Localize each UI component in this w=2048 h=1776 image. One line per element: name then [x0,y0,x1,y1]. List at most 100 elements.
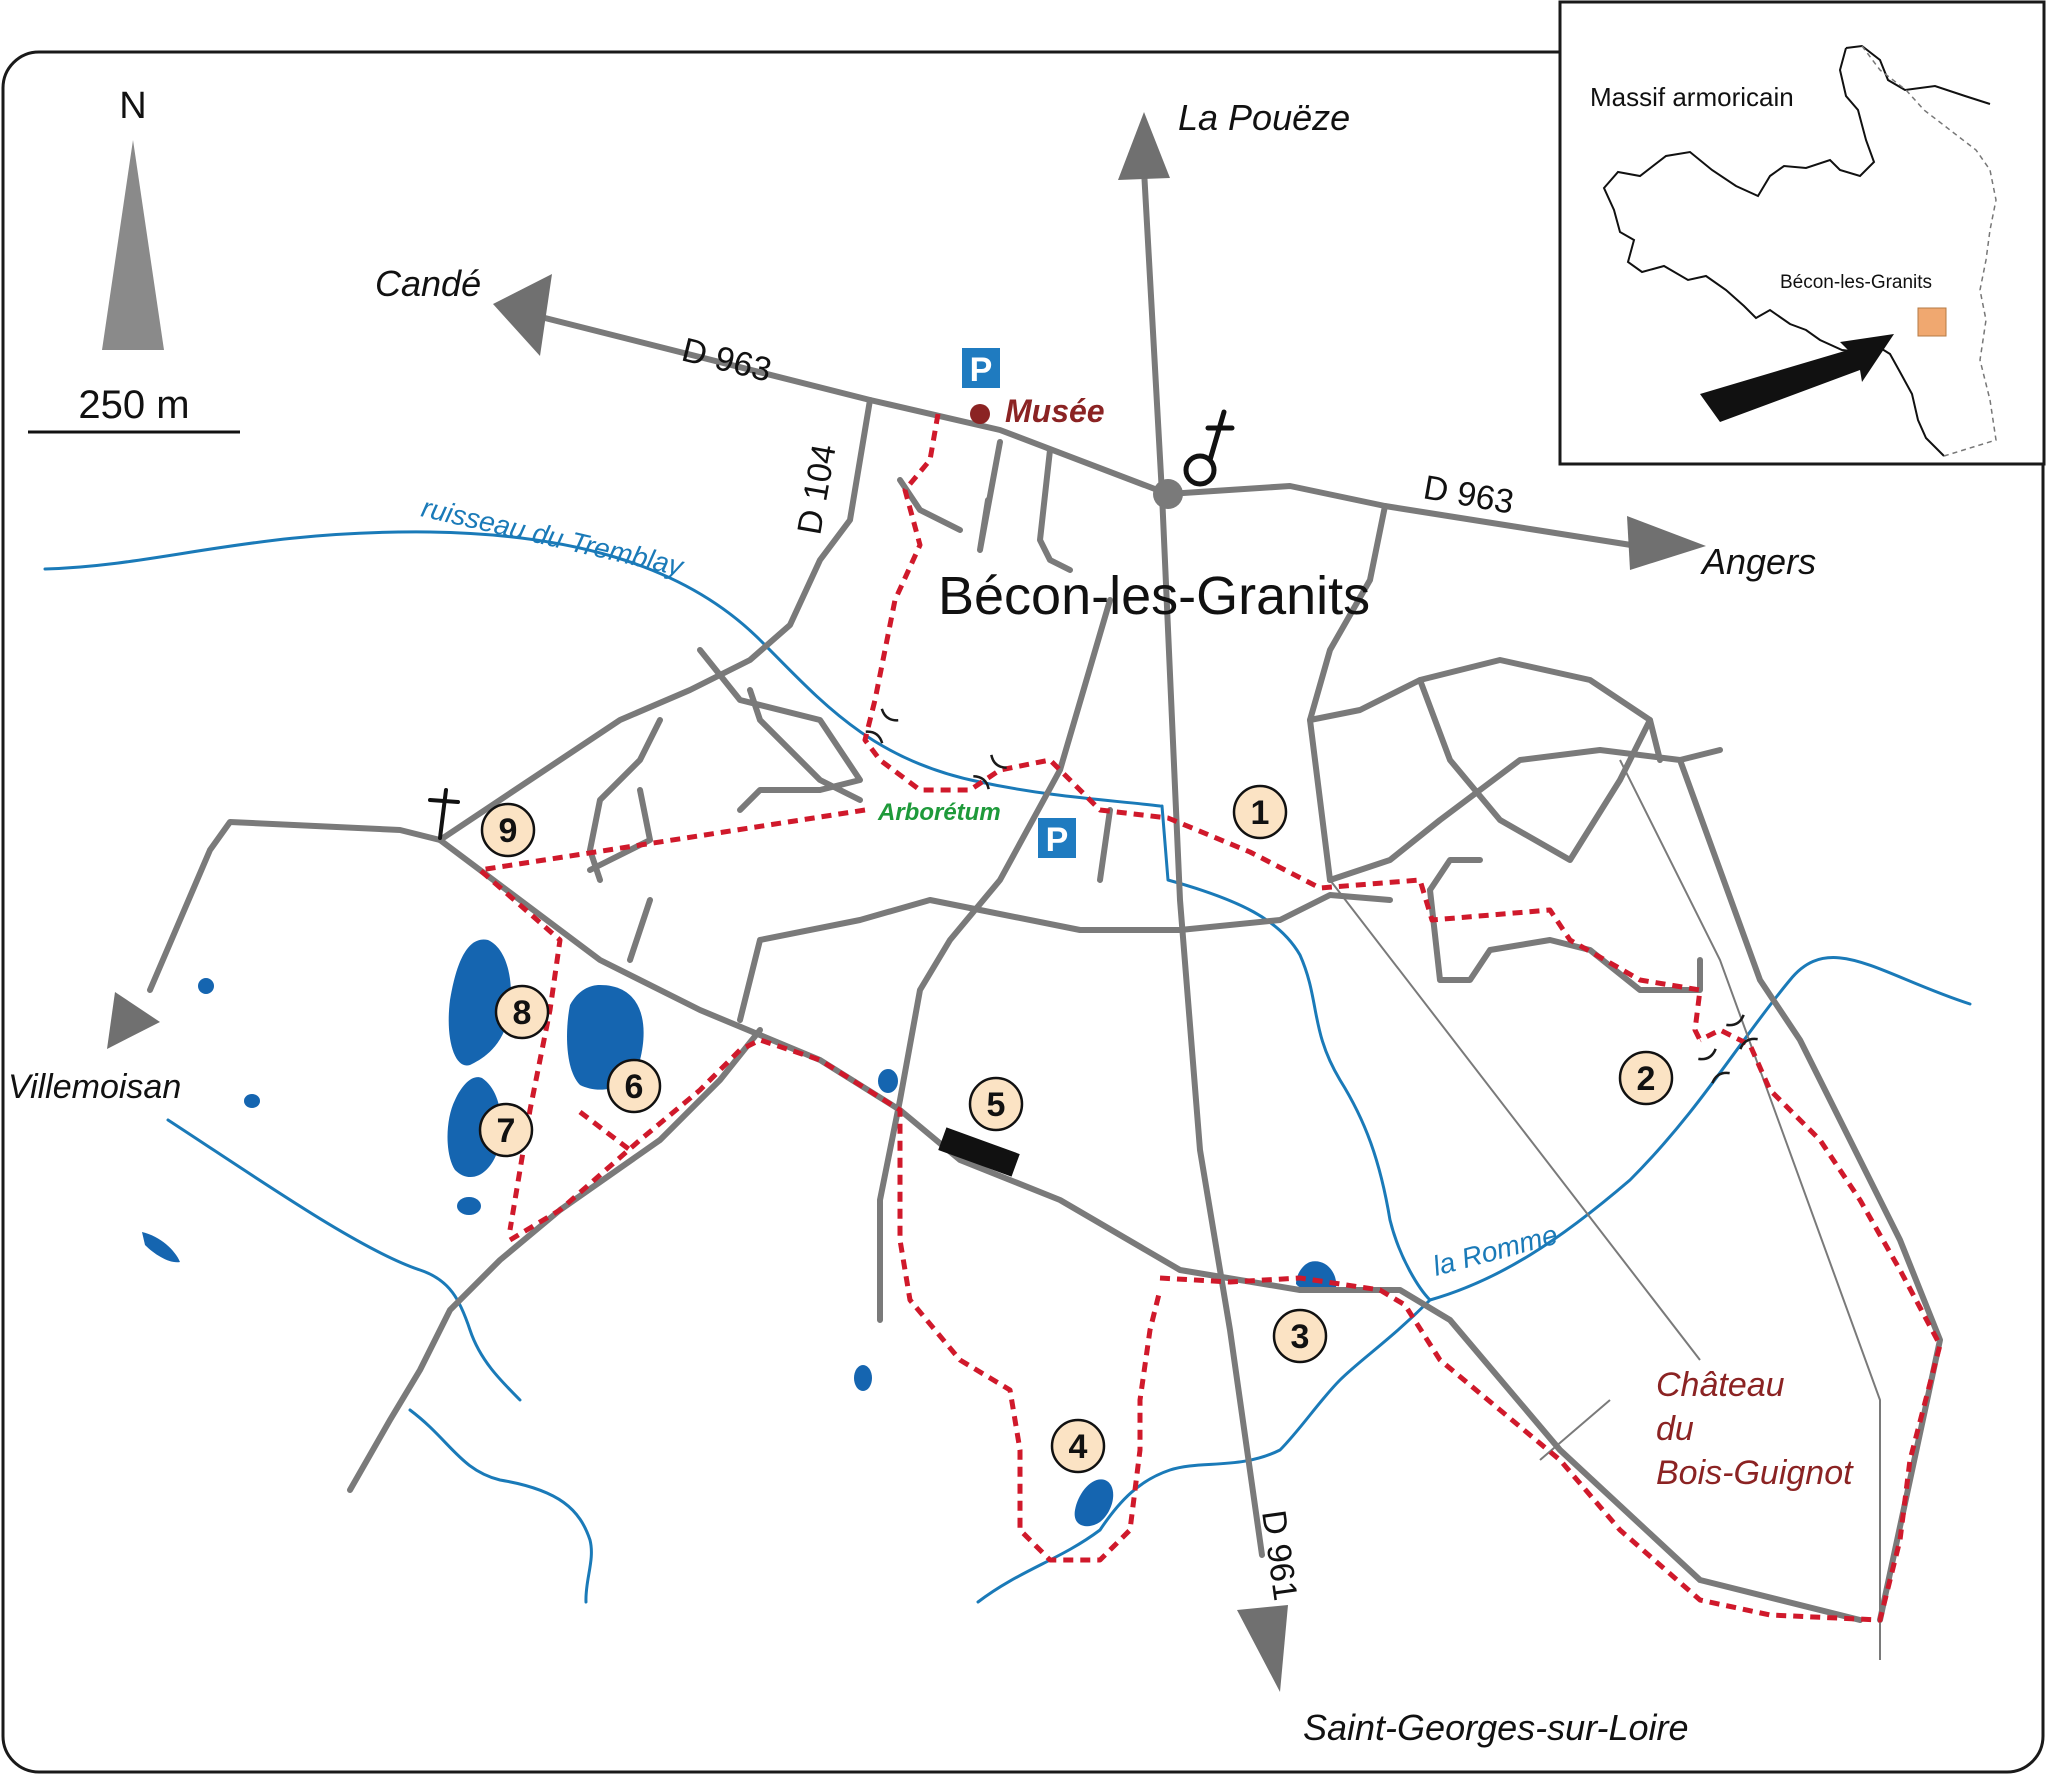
parking-center: P [1038,818,1076,859]
direction-arrows [107,112,1706,1692]
road-spur-d [1097,807,1113,883]
stop-number: 6 [625,1068,644,1106]
pond-small-2 [198,978,214,994]
road-inner-1 [737,892,1393,1023]
parking-icon [962,348,1000,388]
label-la-poueze: La Pouëze [1178,97,1350,138]
cross-icon [428,788,460,840]
bridge-icon [1698,1048,1730,1084]
inset-town-square [1917,307,1947,337]
stop-number: 2 [1637,1060,1656,1098]
stops: 1 2 3 4 5 6 7 8 [478,784,1674,1474]
arrow-south-icon [1237,1605,1288,1692]
stop-marker-3: 3 [1272,1308,1328,1364]
streams [43,530,1972,1604]
pond-7 [447,1077,502,1178]
label-chateau-3: Bois-Guignot [1656,1454,1854,1492]
stop-marker-8: 8 [494,984,550,1040]
road-west-main [437,837,1863,1623]
bridges [865,708,1758,1084]
parking-label: P [1046,821,1069,859]
trail-6b [578,1110,632,1152]
inset-arrow-icon [1700,334,1894,422]
inset-town-label: Bécon-les-Granits [1780,272,1932,293]
label-angers: Angers [1700,541,1816,582]
label-saint-georges: Saint-Georges-sur-Loire [1303,1707,1689,1748]
north-label: N [119,85,146,127]
chateau-track-1 [1329,879,1701,1361]
stop-number: 8 [513,994,532,1032]
road-east-5 [1427,887,1703,993]
stop-marker-6: 6 [606,1058,662,1114]
town-name: Bécon-les-Granits [938,566,1370,626]
bridge-icon [973,754,1007,790]
pond-small-1 [457,1197,481,1215]
pond-4 [1074,1479,1114,1527]
museum-dot-icon [970,404,990,424]
chateau-track-3 [1539,1399,1611,1461]
parking-label: P [970,351,993,389]
stream-southwest [408,1408,593,1604]
scale-label: 250 m [78,383,189,427]
road-spur-a [587,717,663,883]
label-cande: Candé [375,263,481,304]
stop-number: 9 [499,812,518,850]
pond-3 [1296,1261,1337,1291]
chateau-tracks [1329,759,1881,1660]
stream-west [166,1118,522,1402]
road-east-7 [1677,747,1723,763]
stream-romme-lower [976,1298,1432,1604]
arrow-candé-icon [493,274,552,356]
road-center-spur [747,687,863,803]
arrow-angers-icon [1627,516,1706,570]
stop-marker-4: 4 [1050,1418,1106,1474]
parking-north: P [962,348,1000,389]
label-musee: Musée [1005,393,1105,429]
stop-number: 1 [1251,794,1270,832]
inset-title: Massif armoricain [1590,82,1794,112]
parking-icon [1038,818,1076,858]
road-spur-b [587,787,653,873]
bridge-icon [1726,1014,1758,1050]
chateau-track-2 [1619,759,1881,1660]
label-chateau-2: du [1656,1410,1694,1448]
stop-number: 4 [1069,1428,1088,1466]
pond-small-6 [854,1365,872,1391]
north-arrow-icon [102,140,164,350]
inset-border [1861,45,1997,457]
bridge-icon [865,708,899,744]
road-spur-c [627,897,653,963]
pond-small-3 [244,1094,260,1108]
road-southwest [347,1027,763,1493]
stop-number: 5 [987,1086,1006,1124]
label-chateau-1: Château [1656,1366,1785,1404]
inset-frame [1558,0,2046,466]
pond-small-4 [142,1232,180,1263]
stop-marker-7: 7 [478,1102,534,1158]
road-inner-2 [877,597,1113,1323]
trail-north [862,413,1703,1042]
quarry-marker [938,1127,1020,1177]
stop-number: 7 [497,1112,516,1150]
trail-6 [508,1037,1163,1563]
church-icon [1183,409,1235,487]
road-east-4 [1327,747,1943,1623]
label-villemoisan: Villemoisan [8,1068,181,1106]
road-inner-3 [977,439,1003,553]
stop-marker-5: 5 [968,1076,1024,1132]
stop-number: 3 [1291,1318,1310,1356]
stop-marker-9: 9 [480,802,536,858]
road-east-2 [1307,657,1653,723]
stop-marker-2: 2 [1618,1050,1674,1106]
pond-8 [448,939,511,1066]
inset-map: Massif armoricain Bécon-les-Granits [1558,0,2046,466]
stop-marker-1: 1 [1232,784,1288,840]
junction-dot [1153,479,1183,509]
map-frame [1,50,2045,1774]
arrow-villemoisan-icon [107,992,160,1049]
road-d961 [1141,167,1265,1558]
pond-small-5 [878,1069,898,1093]
road-east-3 [1417,677,1663,863]
arrow-north-icon [1118,112,1170,180]
road-east-6 [1427,857,1483,893]
